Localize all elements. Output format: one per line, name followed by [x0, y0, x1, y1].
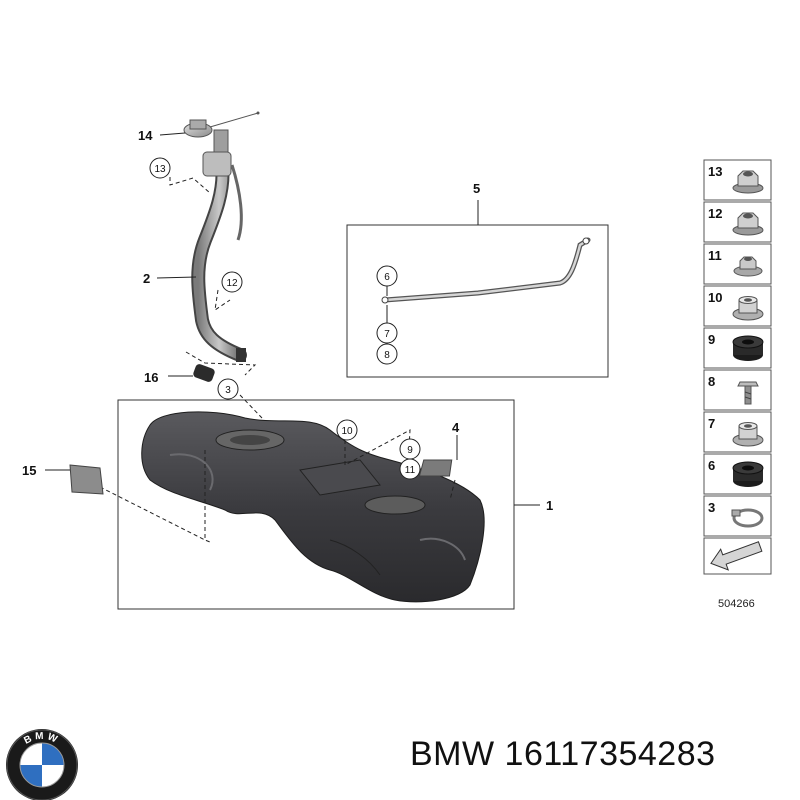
legend-item-7: 7 — [703, 411, 772, 453]
hose-clamp-icon — [731, 508, 764, 528]
callout-6: 6 — [384, 272, 390, 283]
caption-part-number: 16117354283 — [504, 735, 716, 773]
legend-item-6: 6 — [703, 453, 772, 495]
callout-5: 5 — [473, 181, 480, 196]
legend-item-13: 13 — [703, 159, 772, 201]
legend-number: 7 — [708, 416, 715, 431]
legend-arrow-cell — [703, 537, 772, 575]
legend-number: 12 — [708, 206, 722, 221]
bmw-logo: BMW — [6, 729, 78, 800]
callout-7: 7 — [384, 329, 390, 340]
fuel-tank — [141, 411, 485, 603]
legend-number: 11 — [708, 248, 722, 263]
legend-item-3: 3 — [703, 495, 772, 537]
callout-16: 16 — [144, 370, 158, 385]
diagram-code: 504266 — [718, 598, 755, 610]
flange-nut-icon — [732, 212, 764, 236]
rubber-grommet-icon — [732, 461, 764, 487]
nut-icon — [733, 256, 763, 277]
callout-6-circle — [376, 265, 398, 287]
callout-13-circle — [149, 157, 171, 179]
legend-number: 8 — [708, 374, 715, 389]
legend-number: 6 — [708, 458, 715, 473]
legend-item-8: 8 — [703, 369, 772, 411]
filler-neck — [191, 129, 247, 362]
legend-item-11: 11 — [703, 243, 772, 285]
callout-11-circle — [399, 458, 421, 480]
callout-1: 1 — [546, 498, 553, 513]
legend-number: 10 — [708, 290, 722, 305]
filler-cap — [183, 111, 260, 138]
legend-item-10: 10 — [703, 285, 772, 327]
hardware-legend: 13 12 11 10 9 8 7 6 3 — [703, 159, 772, 575]
callout-12-circle — [221, 271, 243, 293]
callout-12: 12 — [226, 278, 238, 289]
legend-item-12: 12 — [703, 201, 772, 243]
callout-8-circle — [376, 343, 398, 365]
legend-number: 9 — [708, 332, 715, 347]
callout-3-circle — [217, 378, 239, 400]
callout-10-circle — [336, 419, 358, 441]
legend-number: 3 — [708, 500, 715, 515]
legend-number: 13 — [708, 164, 722, 179]
bolt-icon — [737, 381, 759, 405]
pad-4 — [418, 459, 453, 477]
spacer-nut-icon — [732, 296, 764, 321]
callout-2: 2 — [143, 271, 150, 286]
callout-13: 13 — [154, 164, 166, 175]
callout-3: 3 — [225, 385, 231, 396]
spacer-nut-icon — [732, 422, 764, 447]
callout-14: 14 — [138, 128, 153, 143]
direction-arrow-icon — [710, 541, 763, 571]
rubber-grommet-icon — [732, 335, 764, 361]
callout-8: 8 — [384, 350, 390, 361]
flange-nut-icon — [732, 170, 764, 194]
legend-item-9: 9 — [703, 327, 772, 369]
callout-10: 10 — [341, 426, 353, 437]
callout-9: 9 — [407, 445, 413, 456]
callout-4: 4 — [452, 420, 460, 435]
callout-15: 15 — [22, 463, 36, 478]
hose-16 — [185, 351, 257, 382]
caption-brand: BMW — [410, 735, 495, 773]
pad-15 — [69, 464, 104, 495]
callout-11: 11 — [405, 465, 416, 476]
tension-strap — [381, 237, 591, 304]
bmw-logo-letters: BMW — [22, 731, 61, 747]
part-caption: BMW 16117354283 — [410, 735, 716, 774]
callout-7-circle — [376, 322, 398, 344]
